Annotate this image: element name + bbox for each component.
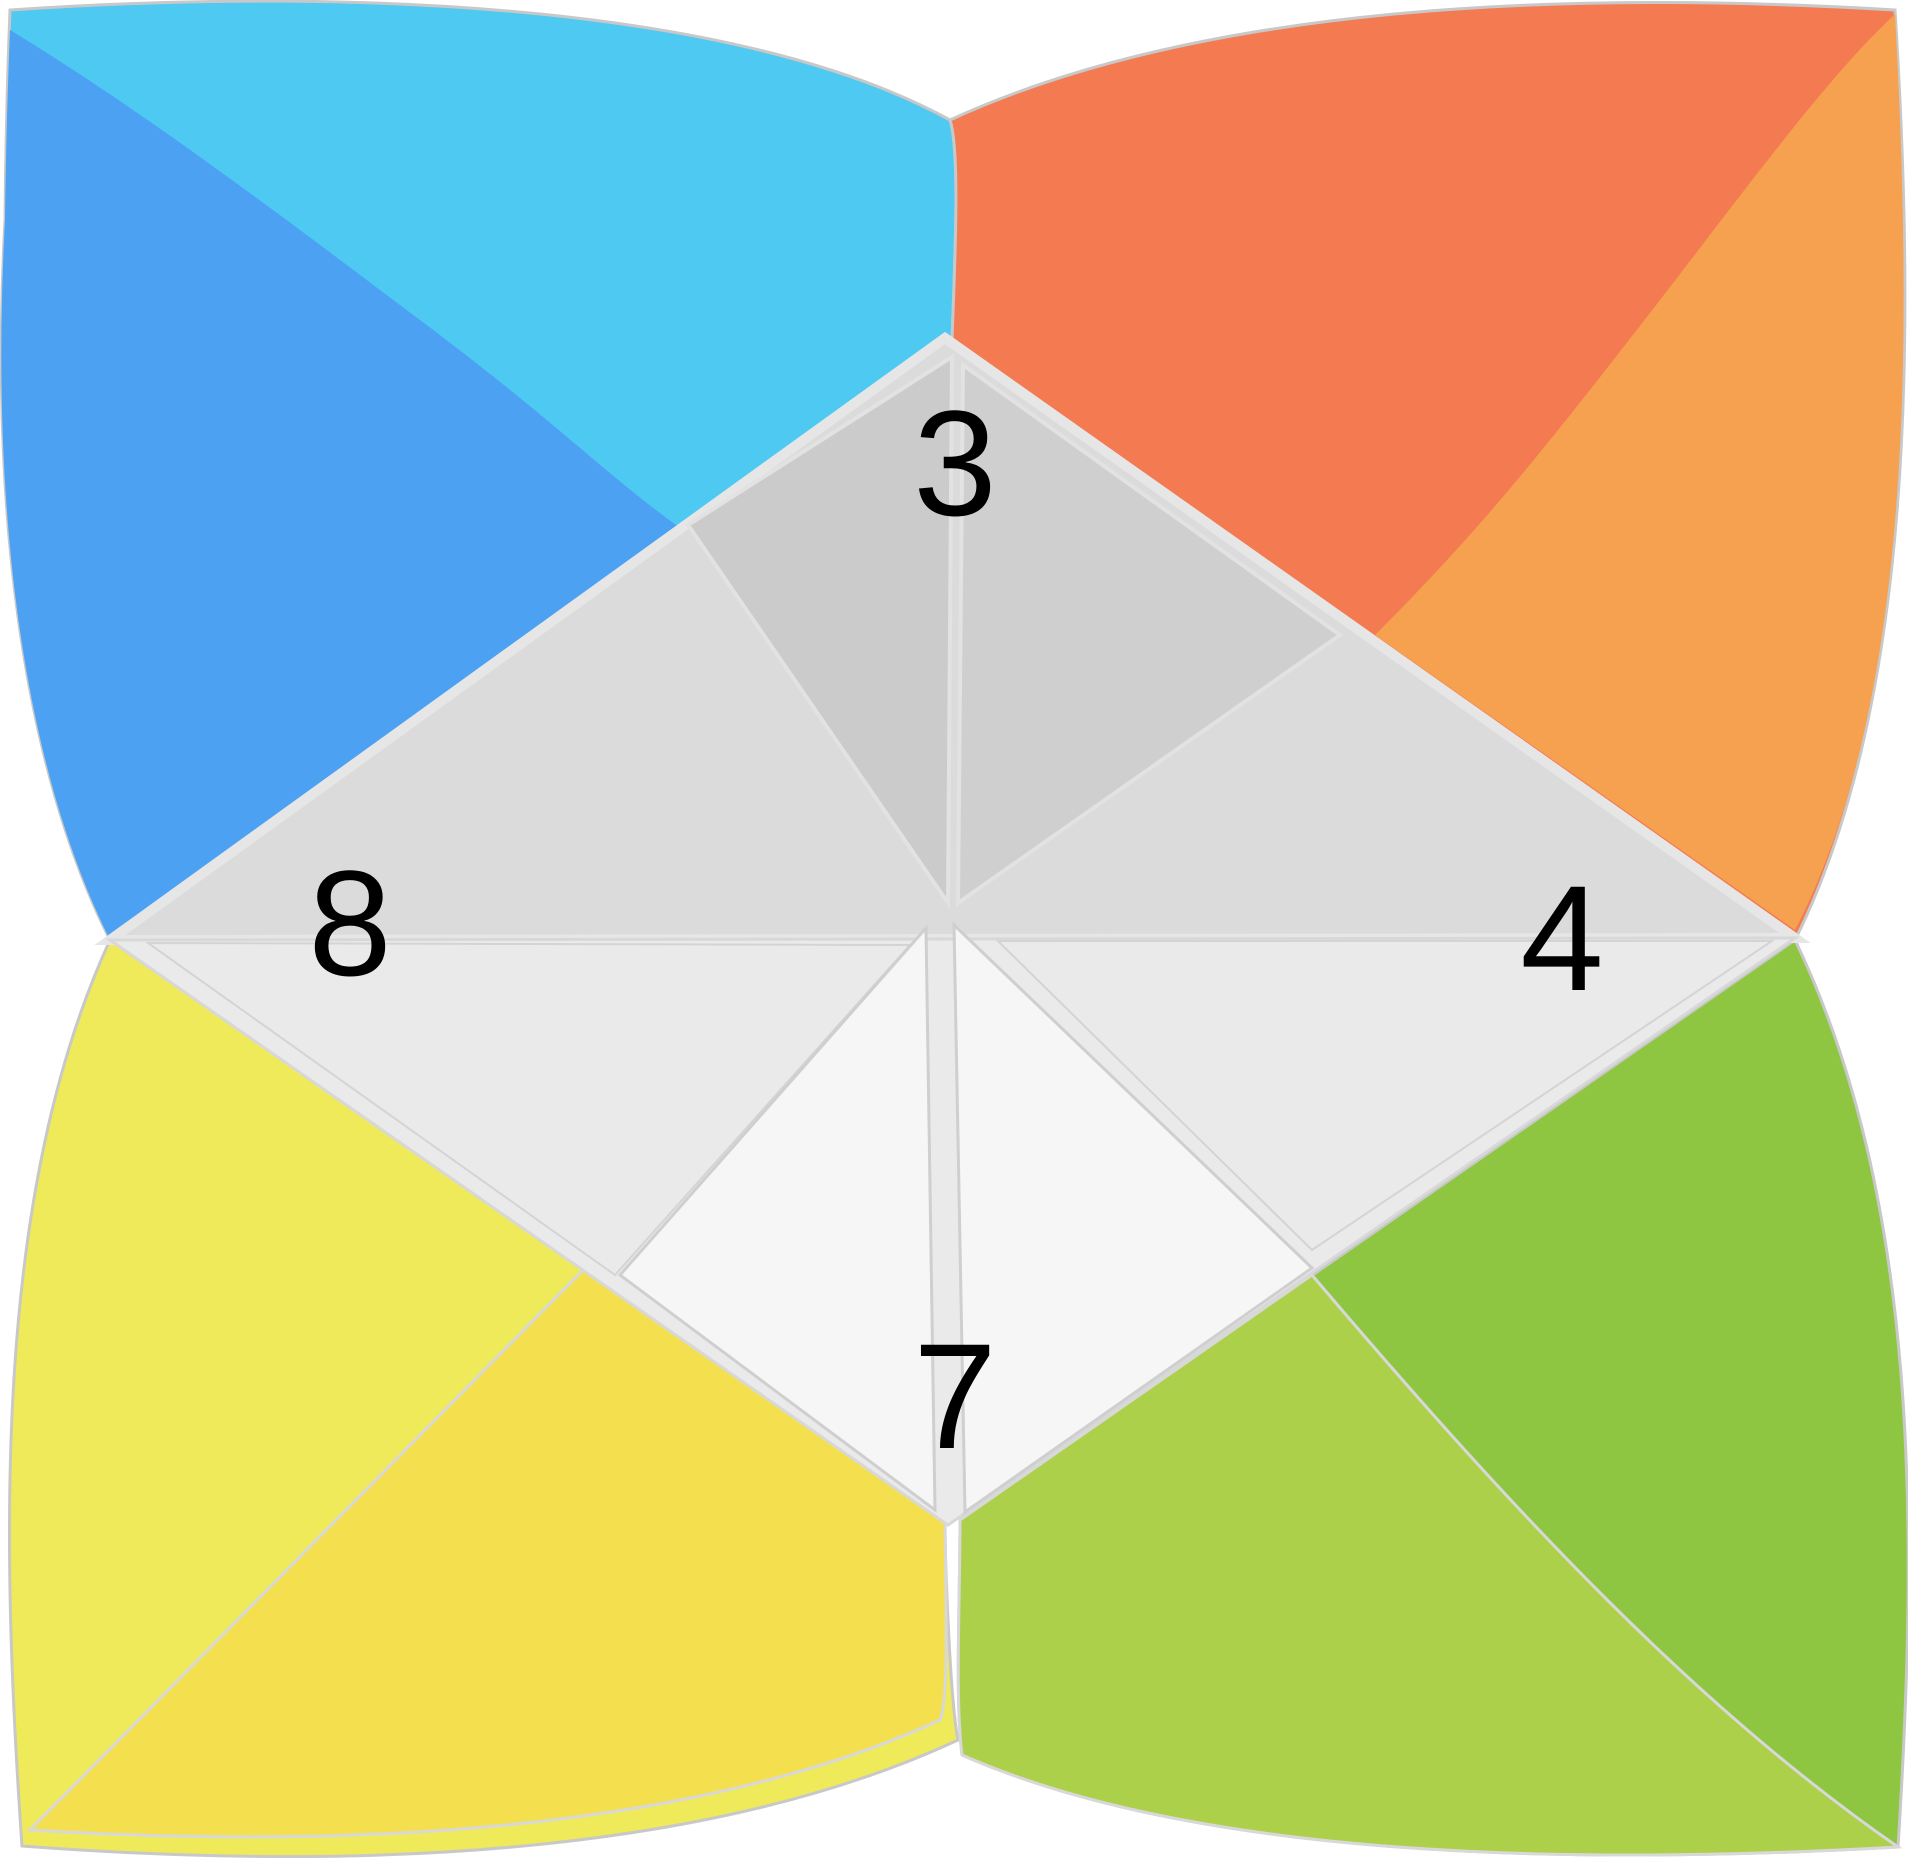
lower-panel-center-left xyxy=(617,924,937,1514)
lower-panel-right-fold xyxy=(995,940,1776,1252)
upper-panel-inner-left xyxy=(685,353,955,910)
flap-top-right xyxy=(948,1,1907,943)
center-lower-panel xyxy=(105,921,1800,1527)
flap-bottom-left-inner xyxy=(26,1266,948,1839)
flap-top-left-inner xyxy=(1,30,680,940)
number-top: 3 xyxy=(913,379,996,547)
number-bottom: 7 xyxy=(913,1312,996,1480)
flap-bottom-right-inner xyxy=(956,1272,1903,1857)
flap-bottom-left xyxy=(7,937,960,1858)
number-left: 8 xyxy=(308,839,391,1007)
flap-bottom-right xyxy=(956,937,1908,1857)
upper-panel-inner-right xyxy=(955,361,1344,907)
lower-panel-center-right xyxy=(952,921,1315,1515)
center-upper-panel xyxy=(94,331,1811,946)
number-right: 4 xyxy=(1520,854,1603,1022)
flap-top-right-inner xyxy=(1375,14,1904,930)
lower-panel-left-fold xyxy=(144,941,913,1277)
